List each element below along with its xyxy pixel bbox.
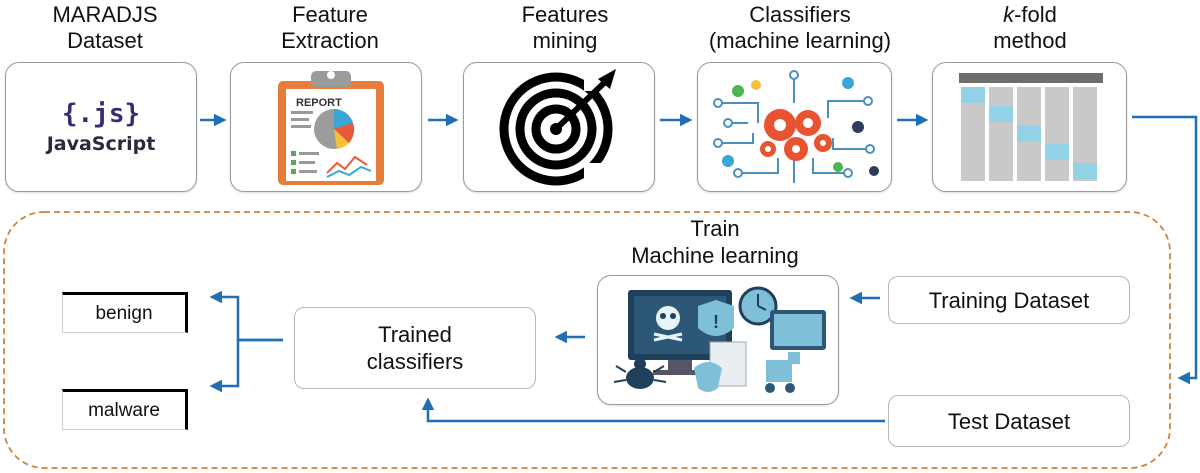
security-devices-icon: !	[613, 286, 826, 393]
stage-label-dataset: MARADJS Dataset	[20, 2, 190, 54]
stage-label-line: method	[993, 28, 1067, 53]
arrow-malware	[209, 338, 283, 393]
test-dataset-box: Test Dataset	[888, 395, 1130, 447]
stage-label-classifiers: Classifiers (machine learning)	[680, 2, 920, 54]
dashed-boundary	[3, 211, 1171, 469]
stage-label-features-mining: Features mining	[475, 2, 655, 54]
malware-output: malware	[62, 389, 188, 430]
malware-label: malware	[88, 399, 160, 421]
train-card: !	[597, 275, 839, 405]
train-title-line: Machine learning	[631, 243, 799, 268]
benign-label: benign	[95, 302, 153, 324]
feature-extraction-card: REPORT	[230, 62, 422, 192]
stage-label-line: Feature	[292, 2, 368, 27]
features-mining-card	[463, 62, 655, 192]
stage-label-line: Dataset	[67, 28, 143, 53]
stage-label-line: Classifiers	[749, 2, 851, 27]
trained-classifiers-line: Trained	[378, 322, 452, 347]
dataset-card: {.js} JavaScript	[5, 62, 197, 192]
stage-label-line: (machine learning)	[708, 28, 892, 53]
svg-text:!: !	[713, 312, 719, 332]
stage-label-line: Extraction	[281, 28, 379, 53]
stage-label-feature-extraction: Feature Extraction	[240, 2, 420, 54]
report-title: REPORT	[296, 97, 342, 109]
stage-label-line: Features	[521, 2, 609, 27]
javascript-logo-text: JavaScript	[46, 133, 156, 155]
fold-table-icon	[959, 73, 1103, 181]
classifiers-card	[697, 62, 892, 192]
fold-suffix: -fold	[1014, 2, 1057, 27]
arrow-test	[421, 397, 885, 423]
stage-label-line: k-fold	[940, 2, 1120, 28]
training-dataset-label: Training Dataset	[928, 287, 1090, 313]
benign-output: benign	[62, 292, 188, 333]
arrow-kfold-split	[1132, 115, 1198, 385]
arrow-benign	[209, 290, 283, 342]
stage-label-line: mining	[532, 28, 598, 53]
train-title-line: Train	[690, 216, 740, 241]
javascript-logo: {.js}	[61, 99, 141, 129]
stage-label-line: MARADJS	[52, 2, 158, 27]
test-dataset-label: Test Dataset	[947, 408, 1071, 434]
kfold-card	[932, 62, 1127, 192]
target-arrow-icon	[499, 69, 624, 186]
report-clipboard-icon	[278, 71, 384, 185]
circuit-gears-icon	[713, 70, 879, 183]
trained-classifiers-box: Trained classifiers	[294, 307, 536, 389]
training-dataset-box: Training Dataset	[888, 276, 1130, 324]
train-title: Train Machine learning	[600, 215, 830, 269]
trained-classifiers-line: classifiers	[366, 349, 464, 374]
stage-label-kfold: k-fold method	[940, 2, 1120, 54]
k-italic: k	[1003, 2, 1015, 27]
